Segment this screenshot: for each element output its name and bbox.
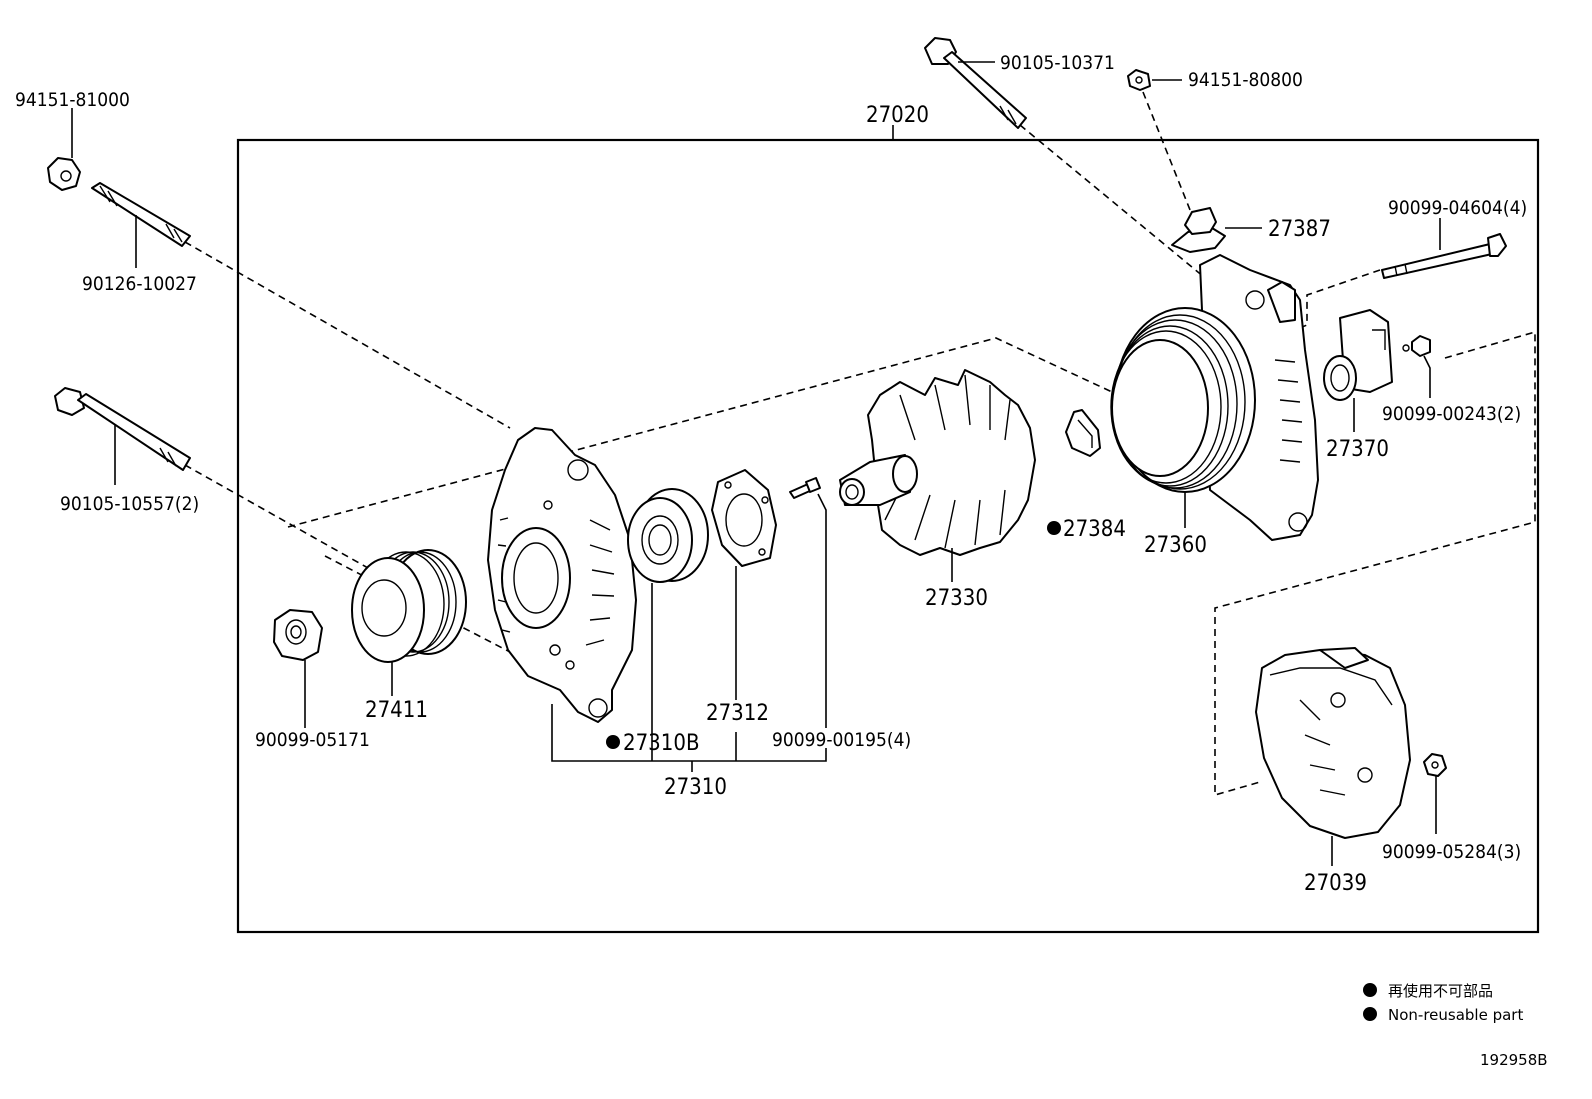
stud-90126-10027 xyxy=(91,182,191,247)
bolt-90105-10371 xyxy=(924,37,1027,129)
drive-end-frame-27310 xyxy=(487,427,637,723)
label-90099-05284: 90099-05284(3) xyxy=(1382,841,1521,863)
nut-90099-05284 xyxy=(1423,753,1447,777)
label-27360: 27360 xyxy=(1144,533,1207,558)
label-90099-04604: 90099-04604(4) xyxy=(1388,197,1527,219)
label-27330: 27330 xyxy=(925,586,988,611)
label-27312: 27312 xyxy=(706,701,769,726)
clip-27384 xyxy=(1065,409,1101,457)
label-90105-10371: 90105-10371 xyxy=(1000,52,1115,74)
drawing-number: 192958B xyxy=(1480,1051,1548,1069)
pulley-27411 xyxy=(351,549,467,663)
rear-cover-27039 xyxy=(1255,647,1411,839)
insulator-27387 xyxy=(1171,207,1226,253)
label-90099-05171: 90099-05171 xyxy=(255,729,370,751)
bolt-90105-10557 xyxy=(54,387,191,471)
label-27387: 27387 xyxy=(1268,217,1331,242)
rotor-27330 xyxy=(839,369,1036,556)
label-90099-00195: 90099-00195(4) xyxy=(772,729,911,751)
label-27411: 27411 xyxy=(365,698,428,723)
bolt-90099-04604 xyxy=(1381,233,1507,279)
assembly-frame xyxy=(236,138,1540,934)
brush-holder-27370 xyxy=(1323,309,1393,401)
legend-text-en: Non-reusable part xyxy=(1388,1006,1523,1024)
nut-90099-05171 xyxy=(273,609,323,661)
label-27384: 27384 xyxy=(1063,517,1126,542)
retainer-plate-27312 xyxy=(711,469,777,567)
bearing-27310B xyxy=(627,488,709,583)
legend-text-ja: 再使用不可部品 xyxy=(1388,982,1493,1000)
label-27020: 27020 xyxy=(866,103,929,128)
nut-90099-00243 xyxy=(1402,335,1431,357)
legend-bullet-en xyxy=(1363,1007,1377,1021)
label-90105-10557: 90105-10557(2) xyxy=(60,493,199,515)
label-27310: 27310 xyxy=(664,775,727,800)
screw-90099-00195 xyxy=(789,477,821,499)
nut-94151-81000 xyxy=(47,157,81,191)
rectifier-end-frame-27360 xyxy=(1110,254,1319,541)
label-27370: 27370 xyxy=(1326,437,1389,462)
legend: 再使用不可部品 Non-reusable part xyxy=(1363,982,1523,1024)
nut-94151-80800 xyxy=(1127,69,1151,91)
label-94151-81000: 94151-81000 xyxy=(15,89,130,111)
label-27039: 27039 xyxy=(1304,871,1367,896)
label-90099-00243: 90099-00243(2) xyxy=(1382,403,1521,425)
label-90126-10027: 90126-10027 xyxy=(82,273,197,295)
label-94151-80800: 94151-80800 xyxy=(1188,69,1303,91)
label-27310B: 27310B xyxy=(623,731,700,756)
legend-bullet-ja xyxy=(1363,983,1377,997)
